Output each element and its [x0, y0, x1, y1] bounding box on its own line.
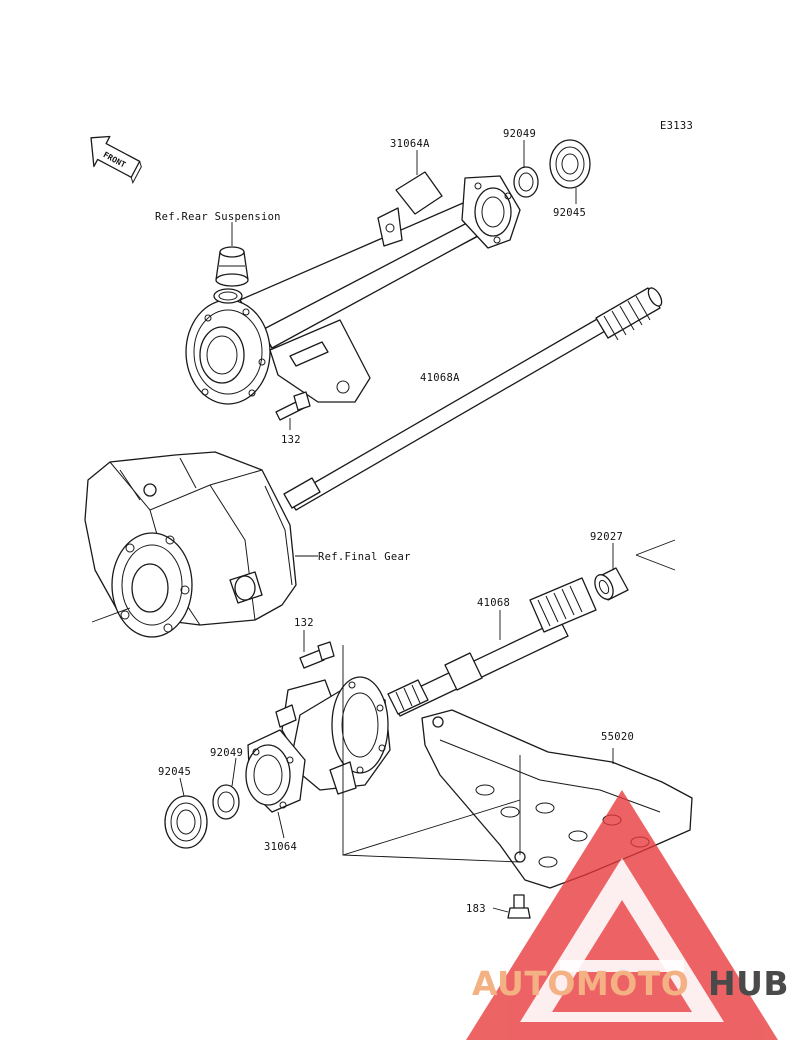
diagram-code: E3133 — [660, 120, 693, 132]
watermark-logo — [466, 790, 778, 1040]
label-92045-upper: 92045 — [553, 207, 586, 219]
bolt-132-lower — [299, 641, 335, 669]
axle-housing-lower — [245, 676, 391, 813]
label-132-lower: 132 — [294, 617, 314, 629]
axle-shaft-lower — [387, 577, 597, 717]
watermark-brand-part1: AUTOMOTO — [472, 964, 689, 1003]
leader-lines — [91, 140, 676, 913]
watermark-brand-part2: HUB — [708, 964, 789, 1003]
label-92027: 92027 — [590, 531, 623, 543]
label-31064: 31064 — [264, 841, 297, 853]
label-41068: 41068 — [477, 597, 510, 609]
bolt-183 — [507, 894, 531, 919]
final-gear-case — [84, 451, 297, 638]
axle-shaft-upper — [283, 287, 663, 511]
label-ref-final-gear: Ref.Final Gear — [318, 551, 411, 563]
label-31064A: 31064A — [390, 138, 430, 150]
bearing-lower — [164, 795, 208, 849]
label-132-upper: 132 — [281, 434, 301, 446]
front-arrow-icon: FRONT — [90, 135, 142, 184]
label-92049-upper: 92049 — [503, 128, 536, 140]
label-55020: 55020 — [601, 731, 634, 743]
label-183: 183 — [466, 903, 486, 915]
oil-seal-upper — [513, 166, 539, 198]
label-41068A: 41068A — [420, 372, 460, 384]
label-92045-lower: 92045 — [158, 766, 191, 778]
oil-seal-lower — [212, 784, 240, 820]
label-92049-lower: 92049 — [210, 747, 243, 759]
label-ref-rear-suspension: Ref.Rear Suspension — [155, 211, 281, 223]
suspension-bushing — [215, 246, 249, 287]
bolt-132-upper — [275, 391, 311, 421]
bearing-upper — [549, 139, 591, 189]
axle-housing-upper — [185, 171, 521, 405]
ring-92027 — [594, 567, 629, 601]
